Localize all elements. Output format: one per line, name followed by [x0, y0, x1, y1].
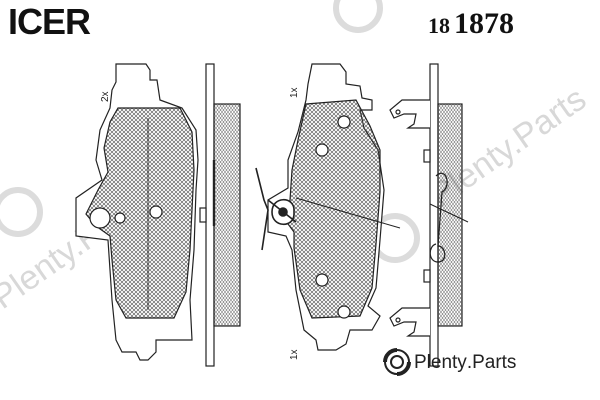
left-pad-side-view — [199, 63, 241, 367]
qty-label-left-pad: 2x — [100, 91, 111, 102]
footer-logo-word: Plenty — [414, 352, 467, 373]
part-number-prefix: 18 — [428, 13, 450, 38]
qty-label-right-pad-top: 1x — [289, 87, 300, 98]
part-number-main: 1878 — [454, 7, 514, 40]
right-pad-side-view — [389, 63, 469, 367]
plenty-parts-logo-icon — [383, 348, 411, 376]
footer-logo: Plenty.Parts — [384, 345, 516, 381]
qty-label-right-pad-bottom: 1x — [289, 349, 300, 360]
wear-indicator-clip — [255, 167, 401, 251]
footer-logo-suffix: .Parts — [466, 352, 517, 373]
left-pad-front-view — [75, 63, 199, 361]
brand-logo: ICER — [8, 1, 91, 42]
